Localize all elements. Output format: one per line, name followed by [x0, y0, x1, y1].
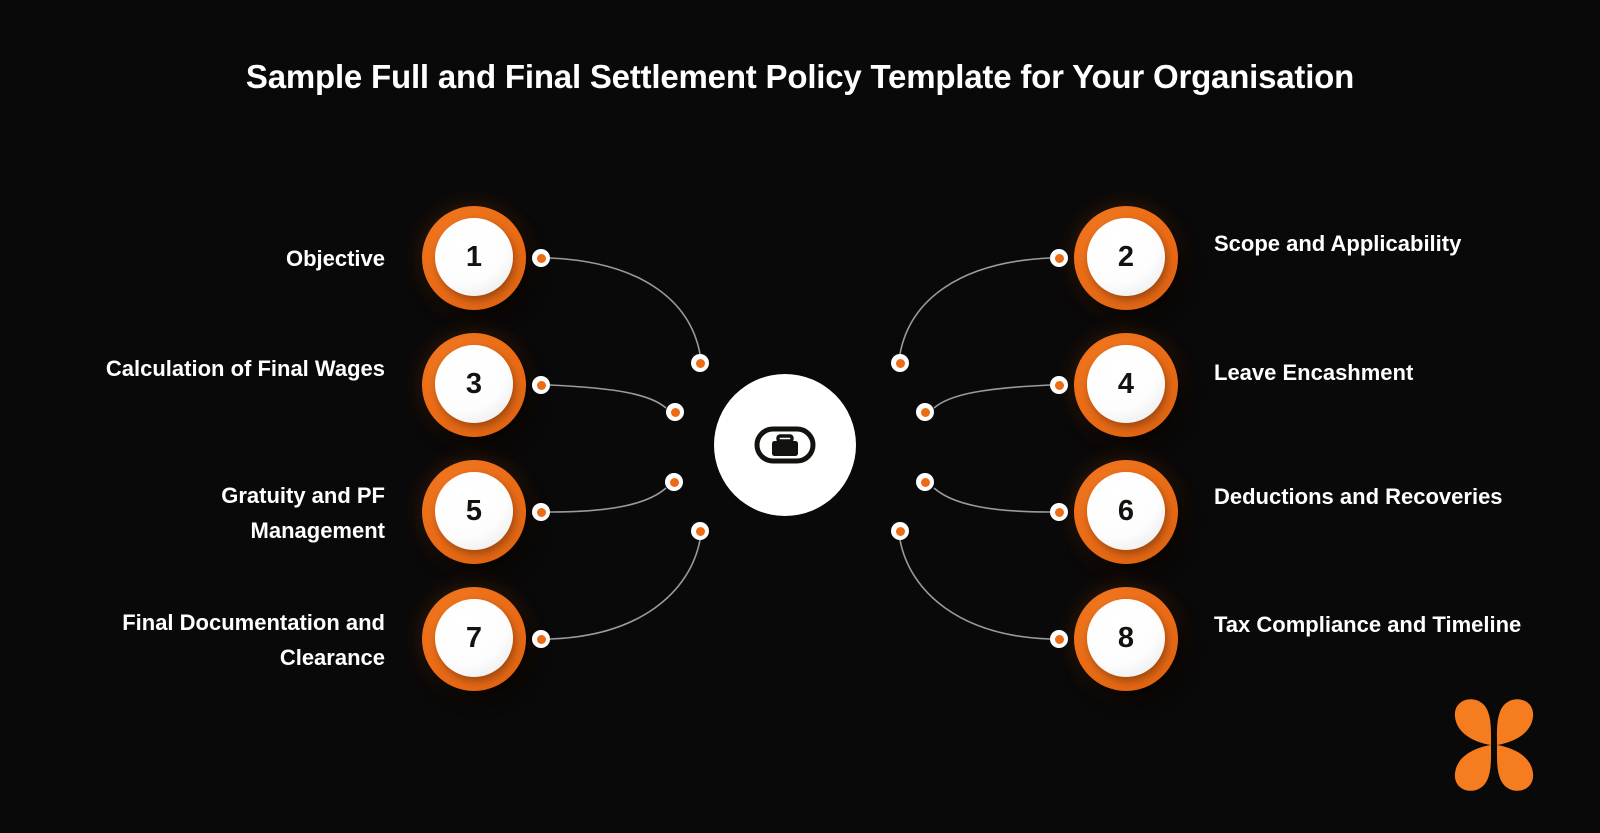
step-number: 3: [465, 367, 483, 400]
connector-path-3: [549, 384, 667, 409]
step-number: 1: [465, 240, 483, 273]
step-label-6: Deductions and Recoveries: [1214, 484, 1503, 509]
connector-path-6: [933, 487, 1051, 513]
connector-dot-5: [532, 503, 550, 521]
step-number: 7: [465, 621, 483, 654]
connector-dot-6: [1050, 503, 1068, 521]
step-node-1[interactable]: 1: [422, 206, 526, 310]
hub-dot-8: [891, 522, 909, 540]
step-node-4[interactable]: 4: [1074, 333, 1178, 437]
hub-dot-3: [666, 403, 684, 421]
connector-path-7: [549, 539, 701, 640]
hub-dot-7: [691, 522, 709, 540]
connector-path-4: [933, 384, 1051, 409]
connector-path-8: [899, 539, 1051, 640]
step-number: 4: [1117, 367, 1135, 400]
hub-dot-2: [891, 354, 909, 372]
briefcase-icon: [754, 426, 816, 464]
step-node-inner: 8: [1087, 599, 1165, 677]
step-node-inner: 1: [435, 218, 513, 296]
step-label-7: Final Documentation and Clearance: [122, 610, 385, 671]
connector-dot-8: [1050, 630, 1068, 648]
step-label-3: Calculation of Final Wages: [105, 356, 385, 381]
step-label-4: Leave Encashment: [1214, 360, 1414, 385]
step-label-5: Gratuity and PF Management: [221, 483, 385, 544]
step-node-5[interactable]: 5: [422, 460, 526, 564]
step-number: 8: [1117, 621, 1135, 654]
step-node-inner: 3: [435, 345, 513, 423]
page-title: Sample Full and Final Settlement Policy …: [245, 58, 1355, 95]
connector-path-2: [899, 257, 1051, 355]
step-label-2: Scope and Applicability: [1214, 231, 1462, 256]
hub-dot-6: [916, 473, 934, 491]
connector-path-5: [549, 487, 667, 513]
butterfly-logo: [1454, 699, 1534, 791]
connector-dot-1: [532, 249, 550, 267]
connector-path-1: [549, 257, 701, 355]
step-node-7[interactable]: 7: [422, 587, 526, 691]
step-node-2[interactable]: 2: [1074, 206, 1178, 310]
step-node-6[interactable]: 6: [1074, 460, 1178, 564]
step-node-3[interactable]: 3: [422, 333, 526, 437]
step-number: 2: [1117, 240, 1135, 273]
step-node-inner: 6: [1087, 472, 1165, 550]
connector-dot-7: [532, 630, 550, 648]
center-hub: [714, 374, 856, 516]
hub-dot-1: [691, 354, 709, 372]
step-label-8: Tax Compliance and Timeline: [1214, 612, 1522, 637]
step-node-inner: 4: [1087, 345, 1165, 423]
step-node-8[interactable]: 8: [1074, 587, 1178, 691]
connector-dot-4: [1050, 376, 1068, 394]
step-node-inner: 2: [1087, 218, 1165, 296]
step-label-1: Objective: [285, 246, 385, 271]
connector-dot-2: [1050, 249, 1068, 267]
step-node-inner: 5: [435, 472, 513, 550]
step-number: 6: [1117, 494, 1135, 527]
hub-dot-4: [916, 403, 934, 421]
connector-dot-3: [532, 376, 550, 394]
hub-dot-5: [665, 473, 683, 491]
step-node-inner: 7: [435, 599, 513, 677]
step-number: 5: [465, 494, 483, 527]
